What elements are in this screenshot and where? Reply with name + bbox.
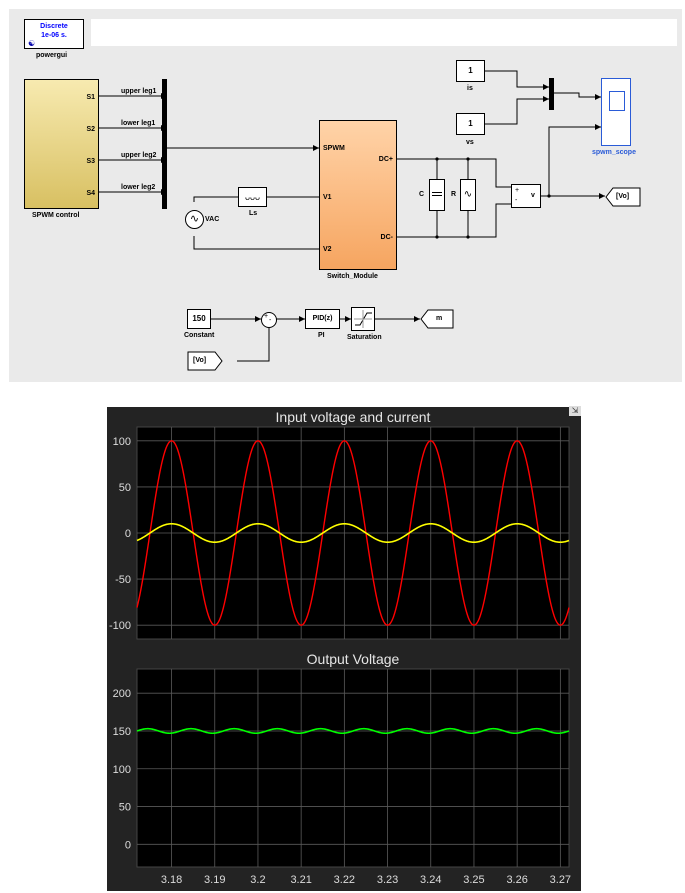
switch-module-block[interactable]: SPWM V1 V2 DC+ DC- — [319, 120, 397, 270]
capacitor-icon — [432, 192, 442, 196]
vs-constant-value: 1 — [468, 119, 473, 128]
goto-vo-shape[interactable] — [605, 187, 641, 207]
powergui-line2: 1e-06 s. — [41, 32, 67, 39]
vs-constant-block[interactable]: 1 — [456, 113, 485, 135]
powergui-label: powergui — [36, 52, 68, 59]
switch-module-label: Switch_Module — [327, 273, 378, 280]
plot-area-1 — [136, 668, 570, 868]
constant-150-value: 150 — [192, 314, 206, 323]
scope-screen-icon — [609, 91, 625, 111]
simulink-canvas: Discrete 1e-06 s. ☯ powergui S1 S2 S3 S4… — [9, 9, 682, 382]
mux-bar-2[interactable] — [549, 78, 554, 110]
inductor-coil-icon: ᴗᴗᴗ — [244, 192, 261, 202]
spwm-control-block[interactable]: S1 S2 S3 S4 — [24, 79, 99, 209]
xtick-1-8: 3.26 — [506, 874, 527, 886]
model-header-bar — [91, 19, 677, 46]
powergui-line1: Discrete — [40, 23, 68, 30]
model-wiring — [99, 70, 605, 362]
resistor-icon: ∿ — [463, 189, 473, 200]
is-label: is — [467, 85, 473, 92]
sum-block[interactable] — [261, 312, 277, 328]
vmeter-plus: + — [515, 187, 520, 194]
switch-port-dcminus: DC- — [380, 234, 393, 241]
resistor-block[interactable]: ∿ — [460, 179, 476, 211]
pi-controller-block[interactable]: PID(z) — [305, 309, 340, 329]
xtick-1-6: 3.24 — [420, 874, 441, 886]
sum-minus: - — [269, 317, 272, 324]
series-line-0-0 — [136, 440, 570, 626]
saturation-block[interactable] — [351, 307, 375, 331]
ytick-0-1: 50 — [119, 482, 131, 494]
vac-source-icon[interactable]: ∿ — [185, 210, 204, 229]
from-vo-label: [Vo] — [193, 357, 207, 364]
series-line-1-0 — [136, 727, 570, 735]
is-constant-value: 1 — [468, 66, 473, 75]
plot-title-0: Input voltage and current — [276, 409, 431, 425]
signal-upper-leg1: upper leg1 — [121, 88, 157, 95]
from-vo-shape[interactable] — [187, 351, 223, 371]
ytick-0-0: 100 — [113, 436, 131, 448]
spwm-port-s2: S2 — [86, 126, 95, 133]
sum-plus: + — [264, 313, 269, 320]
ytick-0-4: -100 — [109, 620, 131, 632]
spwm-control-label: SPWM control — [32, 212, 80, 219]
ytick-1-0: 200 — [113, 688, 131, 700]
goto-m-label: m — [436, 315, 443, 322]
plot-title-1: Output Voltage — [307, 651, 400, 667]
ytick-1-1: 150 — [113, 726, 131, 738]
ytick-0-3: -50 — [115, 574, 131, 586]
capacitor-label: C — [419, 191, 425, 198]
goto-vo-label: [Vo] — [616, 193, 630, 200]
switch-port-spwm: SPWM — [323, 145, 345, 152]
constant-150-label: Constant — [184, 332, 215, 339]
vac-label: VAC — [205, 216, 220, 223]
signal-upper-leg2: upper leg2 — [121, 152, 157, 159]
spwm-port-s3: S3 — [86, 158, 95, 165]
xtick-1-5: 3.23 — [377, 874, 398, 886]
saturation-label: Saturation — [347, 334, 382, 341]
xtick-1-2: 3.2 — [250, 874, 265, 886]
saturation-icon — [354, 310, 372, 328]
powergui-icon: ☯ — [28, 39, 36, 48]
xtick-1-1: 3.19 — [204, 874, 225, 886]
ytick-1-2: 100 — [113, 764, 131, 776]
xtick-1-0: 3.18 — [161, 874, 182, 886]
vmeter-minus: - — [515, 197, 518, 204]
xtick-1-4: 3.22 — [334, 874, 355, 886]
switch-port-v1: V1 — [323, 194, 332, 201]
ytick-1-3: 50 — [119, 802, 131, 814]
series-line-0-1 — [136, 522, 570, 544]
switch-port-dcplus: DC+ — [378, 156, 393, 163]
constant-150-block[interactable]: 150 — [187, 309, 211, 329]
resistor-label: R — [451, 191, 457, 198]
spwm-scope-label: spwm_scope — [592, 149, 636, 156]
mux-bar[interactable] — [162, 79, 167, 209]
vs-label: vs — [466, 139, 474, 146]
vmeter-v: v — [531, 192, 535, 199]
spwm-port-s4: S4 — [86, 190, 95, 197]
ytick-0-2: 0 — [125, 528, 131, 540]
switch-port-v2: V2 — [323, 246, 332, 253]
powergui-block[interactable]: Discrete 1e-06 s. ☯ — [24, 19, 84, 49]
voltage-measurement-block[interactable]: + - v — [511, 184, 541, 208]
is-constant-block[interactable]: 1 — [456, 60, 485, 82]
signal-lower-leg2: lower leg2 — [121, 184, 156, 191]
spwm-scope-block[interactable] — [601, 78, 631, 146]
capacitor-block[interactable] — [429, 179, 445, 211]
pi-label: PI — [318, 332, 325, 339]
ls-label: Ls — [249, 210, 258, 217]
goto-m-shape[interactable] — [420, 309, 454, 329]
pi-block-text: PID(z) — [312, 315, 333, 322]
spwm-port-s1: S1 — [86, 94, 95, 101]
scope-undock-icon[interactable]: ⇲ — [569, 406, 581, 416]
xtick-1-7: 3.25 — [463, 874, 484, 886]
xtick-1-3: 3.21 — [290, 874, 311, 886]
ls-inductor-block[interactable]: ᴗᴗᴗ — [238, 187, 267, 207]
ytick-1-4: 0 — [125, 839, 131, 851]
signal-lower-leg1: lower leg1 — [121, 120, 156, 127]
scope-plots: Input voltage and current 100 50 0 -50 -100Ou… — [109, 409, 571, 886]
xtick-1-9: 3.27 — [550, 874, 571, 886]
